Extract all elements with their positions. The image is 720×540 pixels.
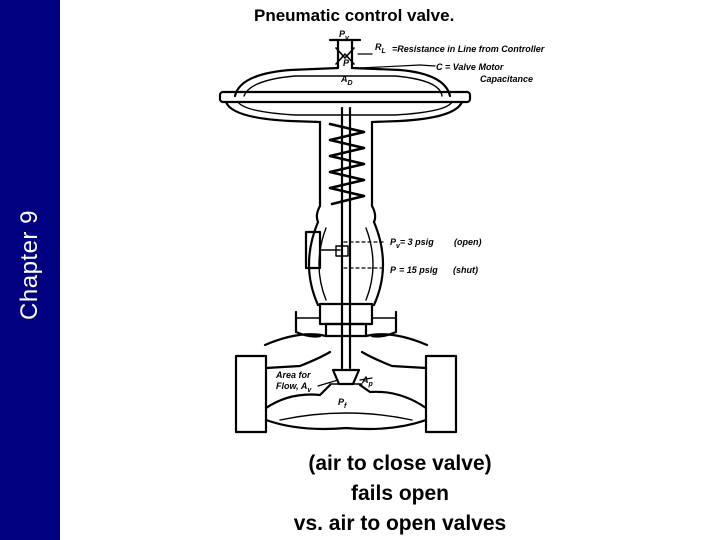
label-pf: Pf xyxy=(338,397,347,410)
position-indicator xyxy=(304,230,349,270)
valve-body xyxy=(234,333,458,434)
figure-title: Pneumatic control valve. xyxy=(254,6,454,25)
chapter-sidebar: Chapter 9 xyxy=(0,0,60,540)
caption-line-1: (air to close valve) xyxy=(308,452,492,475)
caption-line-3: vs. air to open valves xyxy=(293,512,507,535)
label-p-shut: P= 15 psig xyxy=(390,265,438,275)
spring-coils xyxy=(328,122,366,206)
valve-plug xyxy=(329,368,363,386)
spring-housing xyxy=(315,120,377,224)
label-p-top: P xyxy=(343,58,350,68)
packing-gland xyxy=(294,302,398,338)
label-shut-state: (shut) xyxy=(453,265,478,275)
leader-lines xyxy=(343,241,387,269)
diaphragm-housing xyxy=(218,64,472,124)
air-inlet-pipe xyxy=(328,38,373,70)
label-ap: Ap xyxy=(361,375,374,388)
label-area-flow-2: Flow, Av xyxy=(276,381,312,394)
label-area-flow-1: Area for xyxy=(275,370,311,380)
label-capacitance-2: Capacitance xyxy=(480,74,533,84)
caption-line-2: fails open xyxy=(350,482,450,505)
label-ad: AD xyxy=(340,74,353,87)
label-rl-desc: =Resistance in Line from Controller xyxy=(392,44,545,54)
label-capacitance-1: C = Valve Motor xyxy=(436,62,504,72)
yoke xyxy=(307,220,385,307)
label-open-state: (open) xyxy=(454,237,482,247)
label-rl: RL xyxy=(375,42,386,55)
label-pv-open: Pv= 3 psig xyxy=(390,237,434,250)
label-pv-top: Pv xyxy=(339,29,350,42)
valve-stem xyxy=(340,106,352,370)
